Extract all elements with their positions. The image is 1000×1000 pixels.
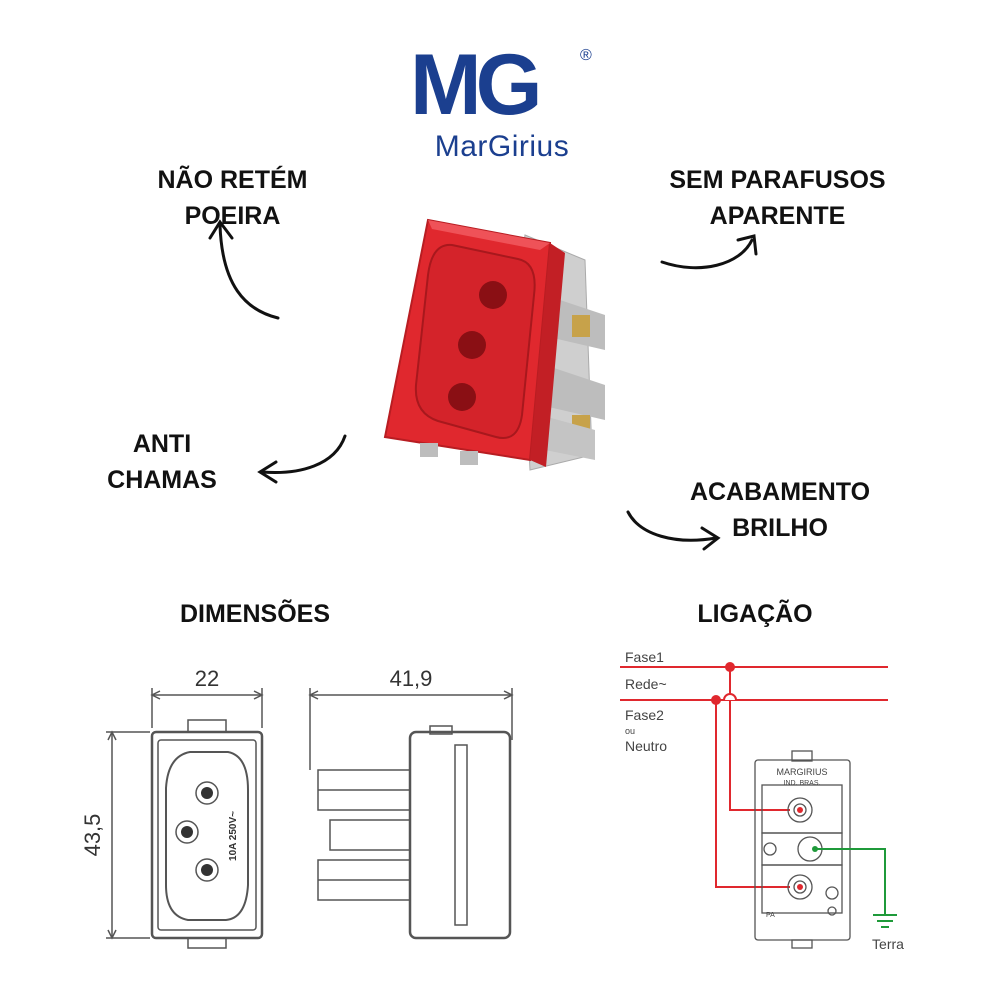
wire-socket-top bbox=[729, 667, 790, 811]
feature-finish-line2: BRILHO bbox=[732, 514, 828, 542]
label-network: Rede~ bbox=[625, 676, 667, 692]
label-neutral: Neutro bbox=[625, 738, 667, 754]
label-or: ou bbox=[625, 726, 635, 736]
arrow-finish-icon bbox=[626, 510, 718, 542]
feature-screws-line1: SEM PARAFUSOS bbox=[669, 166, 886, 194]
arrow-flame-icon bbox=[260, 434, 347, 474]
wire-socket-bottom bbox=[715, 700, 790, 888]
label-phase2: Fase2 bbox=[625, 707, 664, 723]
socket-illustration bbox=[383, 218, 605, 471]
device-sub: IND. BRAS. bbox=[784, 780, 821, 787]
dimensions-title: DIMENSÕES bbox=[179, 600, 331, 628]
feature-dust: NÃO RETÉM POEIRA bbox=[140, 162, 325, 234]
brand-logo: MG ® bbox=[410, 42, 592, 122]
wiring-title: LIGAÇÃO bbox=[697, 600, 813, 628]
feature-dust-line1: NÃO RETÉM bbox=[157, 166, 308, 194]
brand-name: MarGirius bbox=[434, 130, 570, 163]
feature-finish-line1: ACABAMENTO bbox=[689, 478, 871, 506]
feature-flame: ANTI CHAMAS bbox=[92, 426, 232, 498]
arrow-screws-icon bbox=[660, 238, 754, 270]
arrow-dust-icon bbox=[218, 223, 280, 320]
label-phase1: Fase1 bbox=[625, 649, 664, 665]
feature-flame-line2: CHAMAS bbox=[107, 466, 217, 494]
device-brand: MARGIRIUS bbox=[776, 767, 827, 777]
feature-flame-line1: ANTI bbox=[132, 430, 192, 458]
feature-screws-line2: APARENTE bbox=[709, 202, 846, 230]
wire-ground bbox=[815, 848, 886, 915]
device-mark: PA bbox=[766, 912, 775, 919]
feature-screws: SEM PARAFUSOS APARENTE bbox=[655, 162, 900, 234]
feature-finish: ACABAMENTO BRILHO bbox=[675, 474, 885, 546]
logo-initials: MG bbox=[410, 42, 538, 122]
feature-arrows bbox=[208, 219, 758, 551]
dimension-height: 43,5 bbox=[80, 814, 105, 857]
feature-dust-line2: POEIRA bbox=[184, 202, 281, 230]
dimensions-drawing: 22 41,9 43,5 10A 250V~ bbox=[80, 666, 514, 949]
label-ground: Terra bbox=[872, 936, 904, 952]
dimension-depth: 41,9 bbox=[390, 666, 433, 691]
rating-text: 10A 250V~ bbox=[228, 811, 239, 861]
dimension-width: 22 bbox=[195, 666, 219, 691]
wiring-diagram: Fase1 Rede~ Fase2 ou Neutro MARGIRIUS IN… bbox=[620, 649, 904, 952]
registered-mark: ® bbox=[580, 47, 592, 64]
